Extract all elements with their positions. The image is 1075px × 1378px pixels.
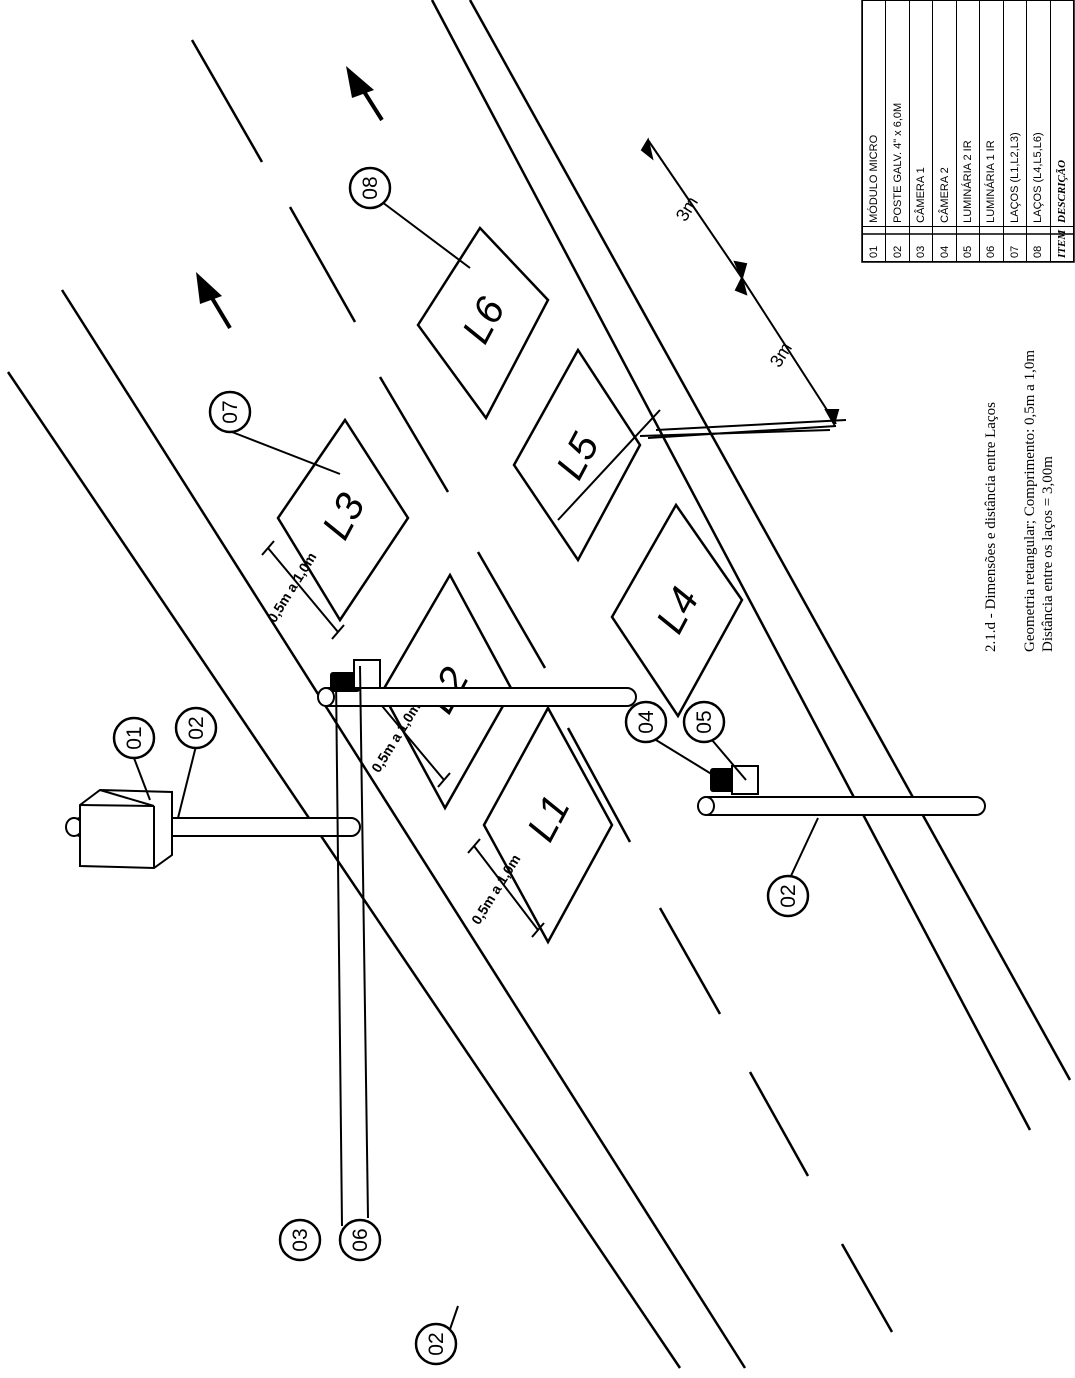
legend-item-description: DESCRIÇÃO bbox=[1050, 0, 1074, 227]
camera-1-icon bbox=[330, 672, 360, 692]
loop-l4 bbox=[610, 502, 744, 719]
svg-text:04: 04 bbox=[635, 710, 658, 734]
micro-module-box bbox=[79, 788, 173, 870]
legend-item-code: 04 bbox=[932, 226, 957, 262]
legend-item-description: LAÇOS (L4,L5,L6) bbox=[1026, 0, 1050, 227]
road-edge-2 bbox=[430, 0, 1032, 1131]
arrow-icon bbox=[196, 272, 232, 330]
notes-line2: Distância entre os laços = 3,00m bbox=[1040, 456, 1056, 652]
pole-mid bbox=[697, 796, 986, 816]
lane-dash bbox=[840, 1243, 894, 1333]
notes: 2.1.d - Dimensões e distância entre Laço… bbox=[983, 350, 1056, 652]
legend-item-description: LUMINÁRIA 1 IR bbox=[979, 0, 1004, 227]
lane-dash bbox=[190, 39, 264, 163]
loop-l5 bbox=[512, 347, 642, 563]
legend-item-description: LAÇOS (L1,L2,L3) bbox=[1003, 0, 1027, 227]
bubble-02-bottom bbox=[414, 1322, 458, 1366]
bubble-02-top bbox=[174, 706, 218, 750]
notes-line1: Geometria retangular; Comprimento: 0,5m … bbox=[1022, 350, 1038, 652]
loop-spacing-label: 3m bbox=[766, 339, 796, 371]
legend-item-description: CÂMERA 2 bbox=[932, 0, 957, 227]
legend-item-code: 06 bbox=[979, 226, 1004, 262]
road-edges bbox=[6, 0, 1072, 1369]
legend-item-code: ITEM bbox=[1050, 226, 1074, 262]
bubble-05 bbox=[682, 700, 726, 744]
lane-dash bbox=[476, 551, 547, 669]
loop-length-dims bbox=[261, 540, 545, 938]
bubble-03 bbox=[278, 1218, 322, 1262]
illuminator-1-icon bbox=[353, 659, 381, 689]
loop-spacing-labels: 3m 3m bbox=[672, 193, 796, 371]
road-edge-1 bbox=[60, 289, 747, 1369]
svg-text:06: 06 bbox=[349, 1228, 372, 1251]
lane-dash bbox=[288, 206, 357, 323]
legend-item-description: LUMINÁRIA 2 IR bbox=[956, 0, 980, 227]
svg-text:05: 05 bbox=[693, 710, 716, 733]
svg-text:01: 01 bbox=[123, 726, 146, 749]
direction-arrows bbox=[196, 66, 384, 330]
legend-item-code: 02 bbox=[885, 226, 910, 262]
svg-text:07: 07 bbox=[219, 400, 242, 423]
legend-item-description: MÓDULO MICRO bbox=[862, 0, 886, 227]
svg-text:02: 02 bbox=[185, 716, 208, 739]
lane-dashes bbox=[190, 39, 894, 1333]
loop-spacing-dims bbox=[557, 137, 847, 521]
loops bbox=[276, 225, 744, 945]
legend-item-description: POSTE GALV. 4" x 6,0M bbox=[885, 0, 910, 227]
loop-l3 bbox=[276, 417, 410, 623]
lane-dash bbox=[748, 1071, 810, 1177]
bubble-02-mid bbox=[766, 874, 810, 918]
loop-length-label: 0,5m a 1,0m bbox=[264, 549, 320, 625]
lane-dash bbox=[658, 907, 722, 1015]
pole-bottom bbox=[317, 687, 637, 707]
road-edge-outer bbox=[6, 371, 682, 1369]
loop-length-label: 0,5m a 1,0m bbox=[468, 851, 524, 927]
road-edge-3 bbox=[468, 0, 1072, 1081]
loop-l1 bbox=[482, 705, 614, 945]
bubble-01 bbox=[112, 716, 156, 760]
bubble-labels: 01 02 07 08 04 05 02 03 06 02 bbox=[123, 176, 800, 1355]
legend-table bbox=[861, 0, 1075, 263]
lane-dash bbox=[566, 727, 632, 843]
svg-text:02: 02 bbox=[777, 884, 800, 907]
bubble-07 bbox=[208, 390, 252, 434]
legend-item-code: 05 bbox=[956, 226, 980, 262]
bubbles bbox=[112, 166, 810, 1366]
legend-item-code: 07 bbox=[1003, 226, 1027, 262]
bubble-06 bbox=[338, 1218, 382, 1262]
leader-lines bbox=[133, 201, 819, 1365]
legend-item-description: CÂMERA 1 bbox=[909, 0, 933, 227]
loop-spacing-label: 3m bbox=[672, 193, 702, 225]
bubble-04 bbox=[624, 700, 668, 744]
bubble-08 bbox=[348, 166, 392, 210]
legend-item-code: 08 bbox=[1026, 226, 1050, 262]
svg-text:08: 08 bbox=[359, 176, 382, 199]
legend-item-code: 03 bbox=[909, 226, 933, 262]
svg-text:02: 02 bbox=[425, 1332, 448, 1355]
legend-item-code: 01 bbox=[862, 226, 886, 262]
notes-title: 2.1.d - Dimensões e distância entre Laço… bbox=[983, 402, 999, 652]
lane-dash bbox=[378, 376, 450, 493]
svg-text:03: 03 bbox=[289, 1228, 312, 1251]
arrow-icon bbox=[346, 66, 384, 122]
